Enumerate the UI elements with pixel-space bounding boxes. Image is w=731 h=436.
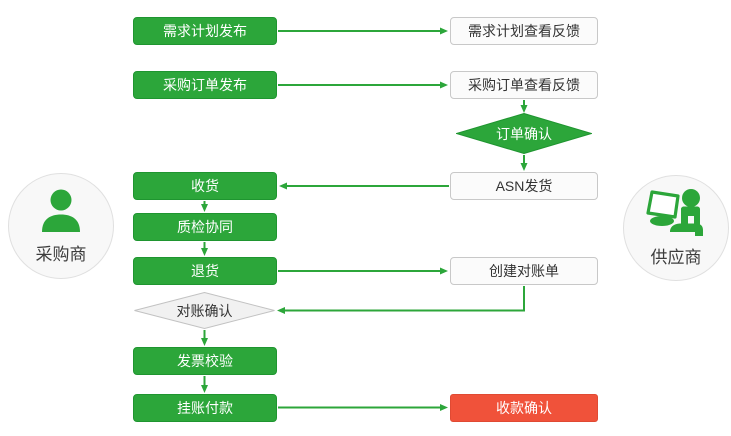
node-payment: 挂账付款 (133, 394, 277, 422)
actor-buyer: 采购商 (8, 173, 114, 279)
node-po-view: 采购订单查看反馈 (450, 71, 598, 99)
node-asn-ship: ASN发货 (450, 172, 598, 200)
diamond-shape (456, 113, 592, 154)
node-receipt-confirm: 收款确认 (450, 394, 598, 422)
node-quality-check: 质检协同 (133, 213, 277, 241)
node-statement-confirm-decision: 对账确认 (134, 292, 275, 329)
node-return-goods: 退货 (133, 257, 277, 285)
diamond-label: 对账确认 (176, 302, 233, 319)
node-po-publish: 采购订单发布 (133, 71, 277, 99)
node-receive-goods: 收货 (133, 172, 277, 200)
diamond-shape (134, 292, 275, 329)
diamond-label: 订单确认 (496, 125, 552, 142)
actor-supplier-label: 供应商 (650, 248, 702, 267)
node-demand-plan-view: 需求计划查看反馈 (450, 17, 598, 45)
node-order-confirm-decision: 订单确认 (456, 113, 592, 154)
actor-supplier: 供应商 (623, 175, 729, 281)
actor-buyer-label: 采购商 (35, 245, 87, 264)
node-demand-plan-publish: 需求计划发布 (133, 17, 277, 45)
edge-statement-to-confirm (277, 286, 525, 314)
person-icon (37, 187, 85, 238)
node-invoice-verify: 发票校验 (133, 347, 277, 375)
node-create-statement: 创建对账单 (450, 257, 598, 285)
person-laptop-icon (645, 188, 707, 241)
